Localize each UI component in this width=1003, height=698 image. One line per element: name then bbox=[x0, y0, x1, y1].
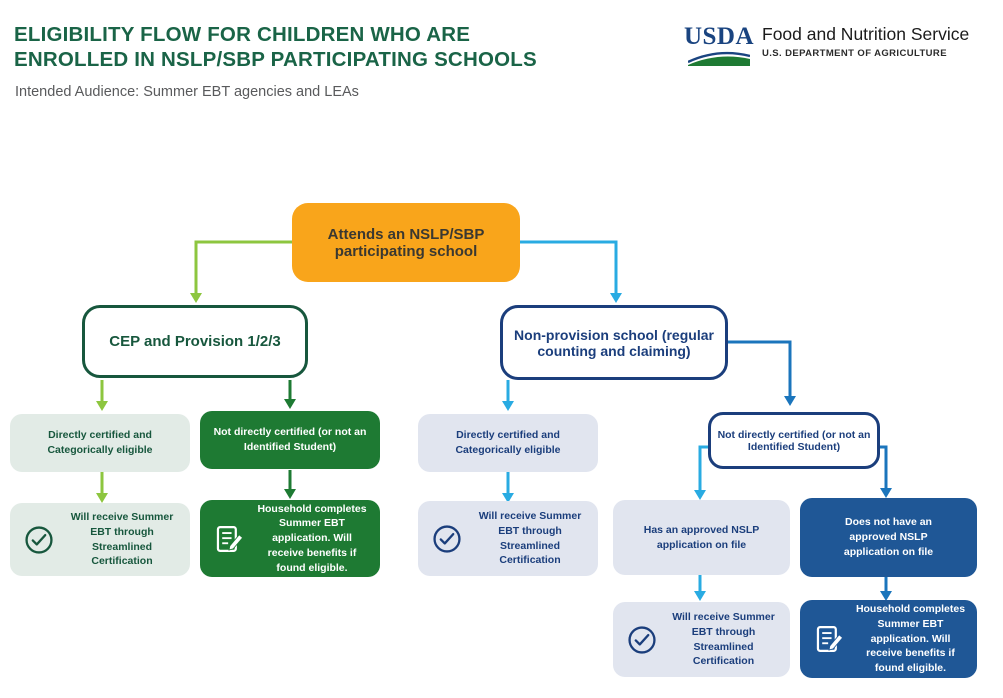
check-circle-icon bbox=[22, 524, 56, 556]
node-household-cep: Household completes Summer EBT applicati… bbox=[200, 500, 380, 577]
page-title: ELIGIBILITY FLOW FOR CHILDREN WHO ARE EN… bbox=[14, 22, 537, 72]
node-non-provision: Non-provision school (regular counting a… bbox=[500, 305, 728, 380]
node-streamlined-cep: Will receive Summer EBT through Streamli… bbox=[10, 503, 190, 576]
node-cep-provision-label: CEP and Provision 1/2/3 bbox=[109, 333, 281, 350]
node-household-nonprov-label: Household completes Summer EBT applicati… bbox=[855, 603, 966, 675]
node-attends-school: Attends an NSLP/SBP participating school bbox=[292, 203, 520, 282]
node-attends-school-label: Attends an NSLP/SBP participating school bbox=[327, 225, 485, 260]
node-has-application: Has an approved NSLP application on file bbox=[613, 500, 790, 575]
page-title-line2: ENROLLED IN NSLP/SBP PARTICIPATING SCHOO… bbox=[14, 48, 537, 71]
usda-swoosh-icon bbox=[688, 51, 750, 66]
node-non-provision-label: Non-provision school (regular counting a… bbox=[514, 326, 714, 359]
node-directly-certified-nonprov-label: Directly certified and Categorically eli… bbox=[455, 429, 561, 456]
node-household-cep-label: Household completes Summer EBT applicati… bbox=[257, 502, 367, 574]
application-pencil-icon bbox=[212, 522, 246, 556]
node-cep-provision: CEP and Provision 1/2/3 bbox=[82, 305, 308, 378]
application-pencil-icon bbox=[812, 622, 846, 656]
usda-wordmark: USDA bbox=[683, 23, 755, 50]
node-streamlined-nonprov-label: Will receive Summer EBT through Streamli… bbox=[478, 510, 582, 567]
node-no-application: Does not have an approved NSLP applicati… bbox=[800, 498, 977, 577]
node-streamlined-nonprov: Will receive Summer EBT through Streamli… bbox=[418, 501, 598, 576]
node-directly-certified-cep: Directly certified and Categorically eli… bbox=[10, 414, 190, 472]
node-no-application-label: Does not have an approved NSLP applicati… bbox=[843, 516, 934, 558]
node-not-directly-certified-nonprov: Not directly certified (or not an Identi… bbox=[708, 412, 880, 469]
check-circle-icon bbox=[625, 624, 659, 656]
node-not-directly-certified-cep: Not directly certified (or not an Identi… bbox=[200, 411, 380, 469]
node-streamlined-cep-label: Will receive Summer EBT through Streamli… bbox=[70, 511, 174, 568]
department-name: U.S. DEPARTMENT OF AGRICULTURE bbox=[762, 48, 947, 59]
node-streamlined-application-label: Will receive Summer EBT through Streamli… bbox=[672, 611, 775, 668]
node-household-nonprov: Household completes Summer EBT applicati… bbox=[800, 600, 977, 678]
node-directly-certified-cep-label: Directly certified and Categorically eli… bbox=[47, 429, 153, 456]
intended-audience: Intended Audience: Summer EBT agencies a… bbox=[15, 84, 359, 100]
node-directly-certified-nonprov: Directly certified and Categorically eli… bbox=[418, 414, 598, 472]
usda-logo-text: Food and Nutrition Service U.S. DEPARTME… bbox=[762, 24, 969, 59]
page-title-line1: ELIGIBILITY FLOW FOR CHILDREN WHO ARE bbox=[14, 23, 471, 46]
usda-logo-mark: USDA bbox=[684, 24, 754, 66]
node-streamlined-application: Will receive Summer EBT through Streamli… bbox=[613, 602, 790, 677]
agency-name: Food and Nutrition Service bbox=[762, 24, 970, 44]
node-not-directly-certified-nonprov-label: Not directly certified (or not an Identi… bbox=[717, 428, 871, 453]
node-not-directly-certified-cep-label: Not directly certified (or not an Identi… bbox=[213, 426, 367, 453]
node-has-application-label: Has an approved NSLP application on file bbox=[643, 523, 760, 551]
usda-logo: USDA Food and Nutrition Service U.S. DEP… bbox=[684, 24, 969, 66]
check-circle-icon bbox=[430, 523, 464, 555]
